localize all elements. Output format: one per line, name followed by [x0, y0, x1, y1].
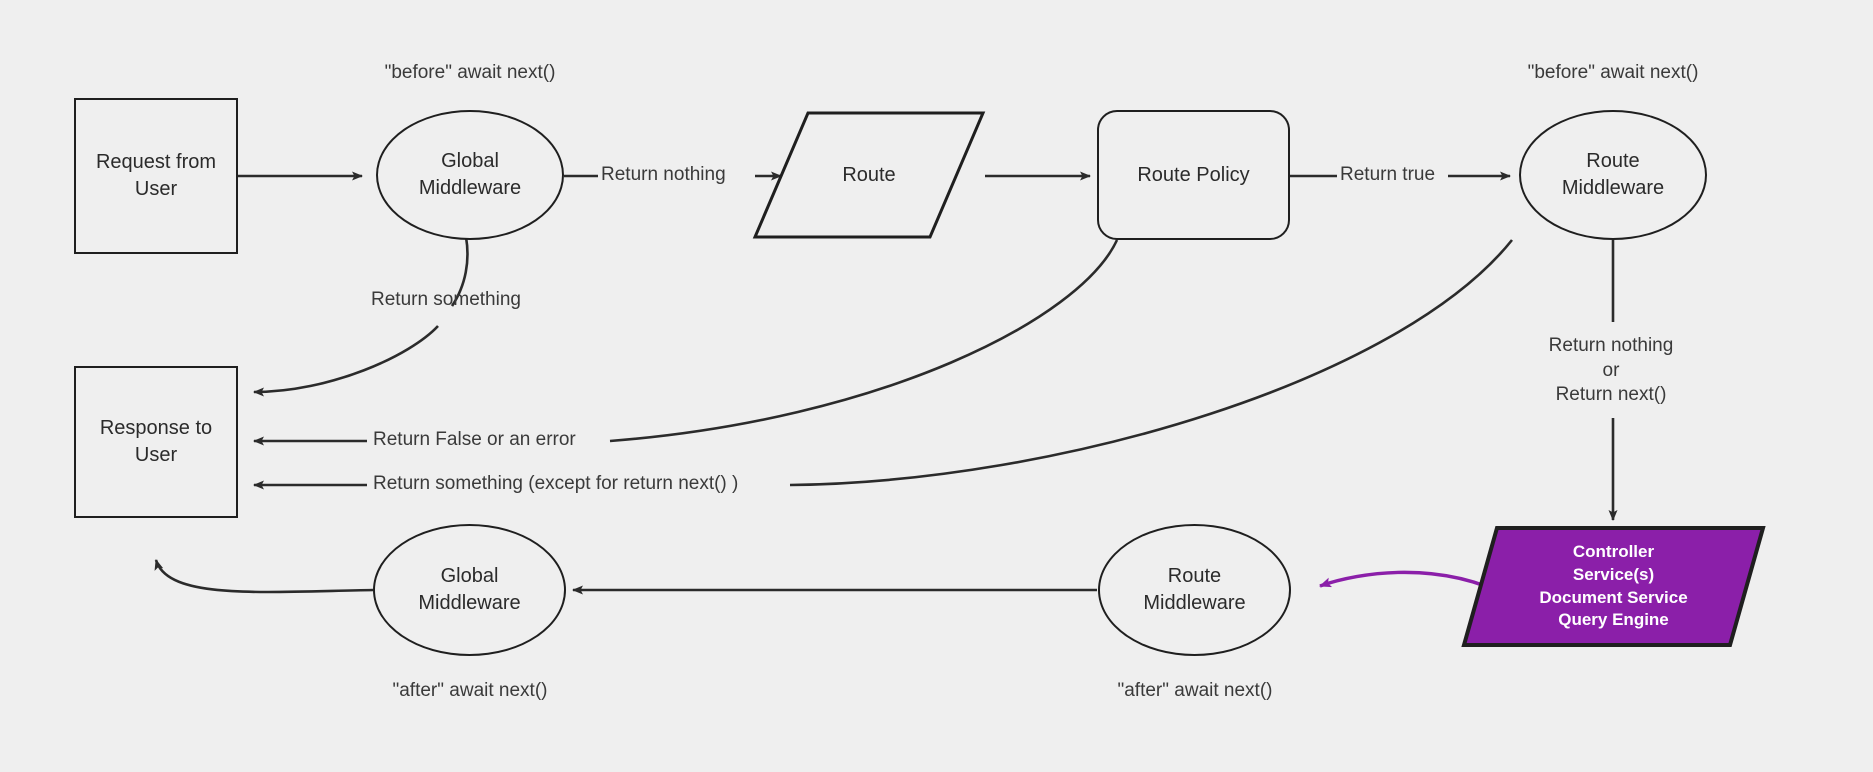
note-after-global-middleware: "after" await next()	[392, 680, 548, 701]
note-before-route-middleware: "before" await next()	[1527, 62, 1699, 83]
node-response-to-user[interactable]: Response to User	[74, 366, 238, 518]
edge-policy-return-false	[609, 239, 1119, 443]
edge-label-return-nothing-or-next: Return nothing or Return next()	[1533, 334, 1689, 409]
node-route-middleware-bottom[interactable]: Route Middleware	[1098, 524, 1291, 656]
node-label: Response to User	[99, 417, 213, 466]
node-label: Global Middleware	[418, 150, 522, 199]
node-label: Request from User	[95, 151, 217, 200]
edge-label-return-something-top: Return something	[371, 289, 521, 310]
edge-global-return-something	[450, 236, 469, 307]
node-controller-services[interactable]: Controller Service(s) Document Service Q…	[1461, 525, 1766, 648]
edge-label-return-nothing: Return nothing	[598, 163, 729, 188]
edge-rmw-return-something	[789, 239, 1514, 487]
parallelogram-shape	[752, 111, 986, 239]
node-label: Route Policy	[1137, 163, 1250, 186]
edge-label-return-false-or-error: Return False or an error	[370, 428, 579, 453]
parallelogram-shape	[1461, 526, 1766, 647]
edge-global-return-something-2	[253, 325, 439, 397]
node-route[interactable]: Route	[752, 110, 986, 240]
node-global-middleware-top[interactable]: Global Middleware	[376, 110, 564, 240]
node-request-from-user[interactable]: Request from User	[74, 98, 238, 254]
node-label: Route Middleware	[1561, 150, 1665, 199]
note-before-global-middleware: "before" await next()	[384, 62, 556, 83]
node-route-middleware-top[interactable]: Route Middleware	[1519, 110, 1707, 240]
node-label: Route Middleware	[1143, 565, 1246, 614]
edge-label-return-something-except: Return something (except for return next…	[370, 472, 742, 497]
edge-gmwb-to-response	[154, 559, 374, 594]
node-global-middleware-bottom[interactable]: Global Middleware	[373, 524, 566, 656]
edge-label-return-true: Return true	[1337, 163, 1439, 188]
note-after-route-middleware: "after" await next()	[1117, 680, 1273, 701]
node-label: Global Middleware	[418, 565, 521, 614]
node-route-policy[interactable]: Route Policy	[1097, 110, 1290, 240]
